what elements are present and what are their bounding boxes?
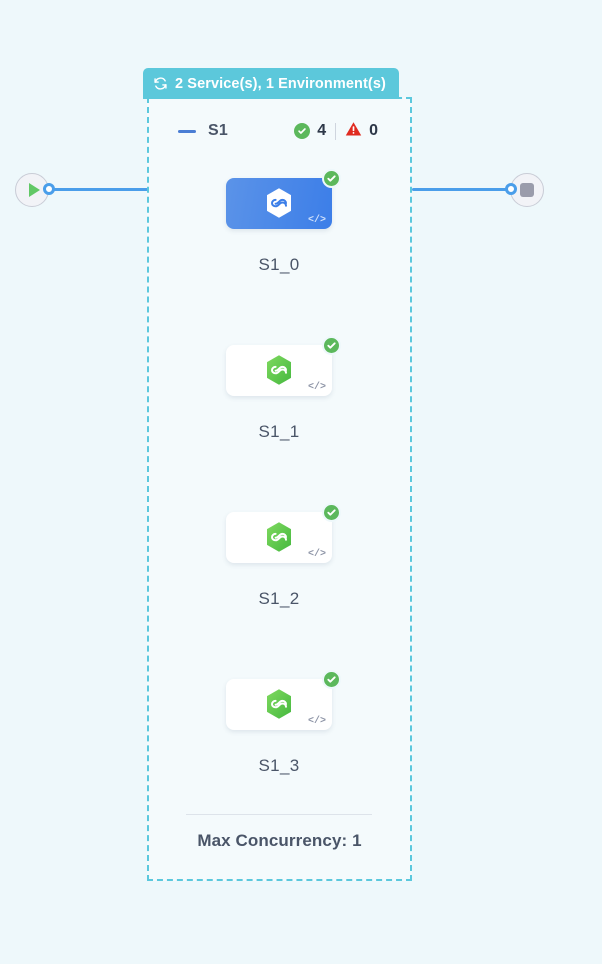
counter-divider [335,122,337,140]
end-node-input-port[interactable] [505,183,517,195]
edge-start-to-group [48,188,148,191]
code-icon: </> [307,215,326,226]
node-card[interactable]: </> [226,503,341,563]
code-icon: </> [307,382,326,393]
check-circle-icon [322,503,341,522]
minus-collapse-icon[interactable] [178,129,196,133]
check-circle-icon [322,169,341,188]
node-label: S1_0 [258,255,300,274]
group-header-tab[interactable]: 2 Service(s), 1 Environment(s) [143,68,399,99]
footer-divider [186,814,372,815]
refresh-cycle-icon [153,76,168,91]
edge-group-to-end [412,188,512,191]
warning-triangle-icon [345,121,362,142]
group-header-label: 2 Service(s), 1 Environment(s) [175,75,386,92]
start-node-output-port[interactable] [43,183,55,195]
stop-square-icon [520,183,534,197]
service-name-label: S1 [208,122,228,139]
success-count: 4 [317,122,327,139]
check-circle-icon [322,336,341,355]
code-icon: </> [307,716,326,727]
node-card[interactable]: </> [226,670,341,730]
code-icon: </> [307,549,326,560]
max-concurrency-label: Max Concurrency: 1 [197,831,362,850]
check-circle-icon [294,123,311,139]
play-icon [28,183,40,197]
node-card[interactable]: </> [226,336,341,396]
hexagon-infinity-icon [264,354,294,387]
hexagon-infinity-icon [264,521,294,554]
check-circle-icon [322,670,341,689]
node-label: S1_3 [258,756,300,775]
warning-count: 0 [369,122,378,139]
node-label: S1_2 [258,589,300,608]
node-label: S1_1 [258,422,300,441]
hexagon-infinity-icon [264,187,294,220]
service-header-row: S1 4 0 [178,118,378,144]
hexagon-infinity-icon [264,688,294,721]
service-counters: 4 0 [294,121,378,142]
node-card[interactable]: </> [226,169,341,229]
